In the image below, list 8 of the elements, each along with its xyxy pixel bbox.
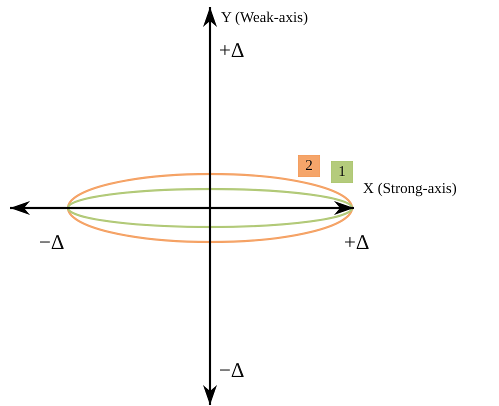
tick-label: −Δ	[219, 360, 244, 381]
axis-title: X (Strong-axis)	[363, 182, 457, 197]
curve-number-tag: 1	[331, 161, 353, 183]
axis-title: Y (Weak-axis)	[221, 11, 308, 26]
tick-label: −Δ	[39, 232, 64, 253]
tick-label: +Δ	[344, 232, 370, 253]
curve-number-tag: 2	[298, 155, 320, 177]
tick-label: +Δ	[219, 40, 244, 61]
